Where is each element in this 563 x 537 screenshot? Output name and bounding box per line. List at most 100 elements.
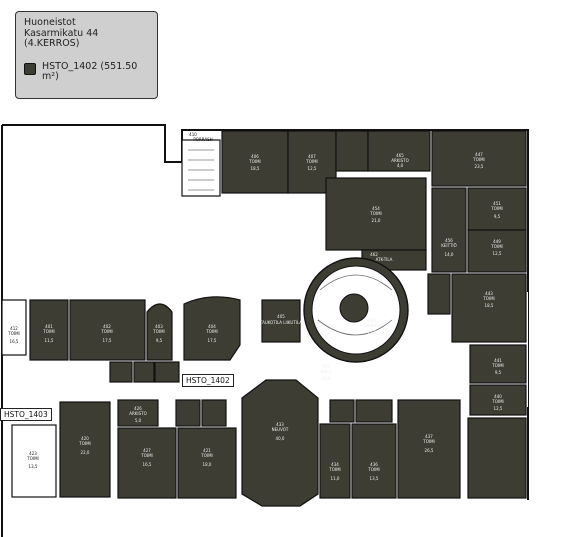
label-460-name: PORRASH (362, 323, 381, 328)
label-407: 407 (308, 154, 316, 159)
label-440-name: TOIMI (491, 399, 503, 404)
label-436: 436 (370, 462, 378, 467)
label-433-area: 40,0 (276, 436, 285, 441)
label-402-name: TOIMI (100, 329, 112, 334)
label-401-area: 11,5 (45, 338, 54, 343)
room-449[interactable] (467, 229, 527, 273)
legend-swatch (24, 62, 36, 75)
label-443-area: 18,5 (485, 303, 494, 308)
label-460: 460 (368, 318, 376, 323)
room-405[interactable] (261, 299, 301, 343)
label-459-name: AULA (321, 369, 332, 374)
label-447: 447 (475, 152, 483, 157)
room-434[interactable] (319, 423, 351, 499)
legend-title-line1: Huoneistot (24, 17, 76, 28)
label-462-name: ATK-TILA (376, 257, 393, 262)
label-421: 421 (203, 448, 211, 453)
label-426-area: 5,0 (135, 418, 142, 423)
label-426: 426 (134, 406, 142, 411)
room-404[interactable] (183, 296, 241, 361)
room-402[interactable] (69, 299, 146, 361)
label-456: 456 (445, 238, 453, 243)
room-432[interactable] (467, 417, 527, 499)
room-426c[interactable] (201, 399, 227, 427)
room-403[interactable] (146, 303, 173, 361)
label-449: 449 (493, 239, 501, 244)
label-437-name: TOIMI (422, 439, 434, 444)
room-408c[interactable] (154, 361, 180, 383)
room-408[interactable] (109, 361, 133, 383)
apartment-callout-1403[interactable]: HSTO_1403 (0, 408, 52, 421)
label-434: 434 (331, 462, 339, 467)
label-443: 443 (485, 291, 493, 296)
room-408b[interactable] (133, 361, 155, 383)
label-441-name: TOIMI (491, 363, 503, 368)
room-465[interactable] (367, 130, 431, 172)
label-434-name: TOIMI (328, 467, 340, 472)
label-420-name: TOIMI (78, 441, 90, 446)
legend-item[interactable]: HSTO_1402 (551.50 m²) (24, 61, 149, 83)
label-403-area: 9,5 (156, 338, 163, 343)
label-465: 465 (396, 153, 404, 158)
label-447-name: TOIMI (472, 157, 484, 162)
room-443[interactable] (451, 273, 527, 343)
label-433: 433 (276, 422, 284, 427)
label-401: 401 (45, 324, 53, 329)
label-412-name: TOIMI (7, 331, 19, 336)
label-407-area: 12,5 (308, 166, 317, 171)
room-441[interactable] (469, 344, 527, 384)
label-456-name: KEITTIÖ (441, 243, 456, 248)
label-437-area: 26,5 (425, 448, 434, 453)
room-420[interactable] (59, 401, 111, 498)
legend-title-line3: (4.KERROS) (24, 38, 80, 49)
label-421-area: 18,0 (203, 462, 212, 467)
label-454-area: 21,0 (372, 218, 381, 223)
apartment-callout-1402[interactable]: HSTO_1402 (182, 374, 234, 387)
label-427: 427 (143, 448, 151, 453)
label-451: 451 (493, 201, 501, 206)
label-449-area: 12,5 (493, 251, 502, 256)
room-427[interactable] (117, 427, 177, 499)
label-451-area: 9,5 (494, 214, 501, 219)
label-454-name: TOIMI (369, 211, 381, 216)
room-423 (11, 424, 57, 498)
room-433[interactable] (241, 379, 319, 507)
label-427-name: TOIMI (140, 453, 152, 458)
label-423-name: TOIMI (26, 456, 38, 461)
label-410: 410 (189, 132, 197, 137)
label-441: 441 (494, 358, 502, 363)
label-459: 459 (322, 364, 330, 369)
label-426-name: ARKISTO (129, 411, 146, 416)
room-451[interactable] (467, 187, 527, 231)
label-449-name: TOIMI (490, 244, 502, 249)
label-440-area: 12,5 (494, 406, 503, 411)
room-437-small[interactable] (427, 273, 451, 315)
room-440[interactable] (469, 384, 527, 416)
room-436[interactable] (351, 423, 397, 499)
label-407-name: TOIMI (305, 159, 317, 164)
room-437[interactable] (397, 399, 461, 499)
room-462[interactable] (335, 130, 369, 172)
room-454[interactable] (325, 177, 427, 251)
room-434b[interactable] (355, 399, 393, 423)
room-456[interactable] (431, 187, 467, 273)
label-434-area: 11,0 (331, 476, 340, 481)
label-465-name: ARKISTO (391, 158, 408, 163)
label-406-area: 18,5 (251, 166, 260, 171)
room-426b[interactable] (175, 399, 201, 427)
room-426[interactable] (117, 399, 159, 427)
stairwell (181, 139, 409, 363)
room-labels: 406 TOIMI 18,5 407 TOIMI 12,5 465 ARKIST… (42, 152, 503, 481)
room-434a[interactable] (329, 399, 355, 423)
label-406-name: TOIMI (248, 159, 260, 164)
room-412 (1, 299, 27, 356)
label-436-name: TOIMI (367, 467, 379, 472)
room-401[interactable] (29, 299, 69, 361)
room-447[interactable] (431, 130, 527, 187)
label-427-area: 16,5 (143, 462, 152, 467)
label-405-name: TAUKOTILA LIIKUTILA (259, 320, 302, 325)
room-421[interactable] (177, 427, 237, 499)
legend-title-line2: Kasarmikatu 44 (24, 27, 99, 39)
map-legend: Huoneistot Kasarmikatu 44 (4.KERROS) HST… (15, 11, 158, 99)
